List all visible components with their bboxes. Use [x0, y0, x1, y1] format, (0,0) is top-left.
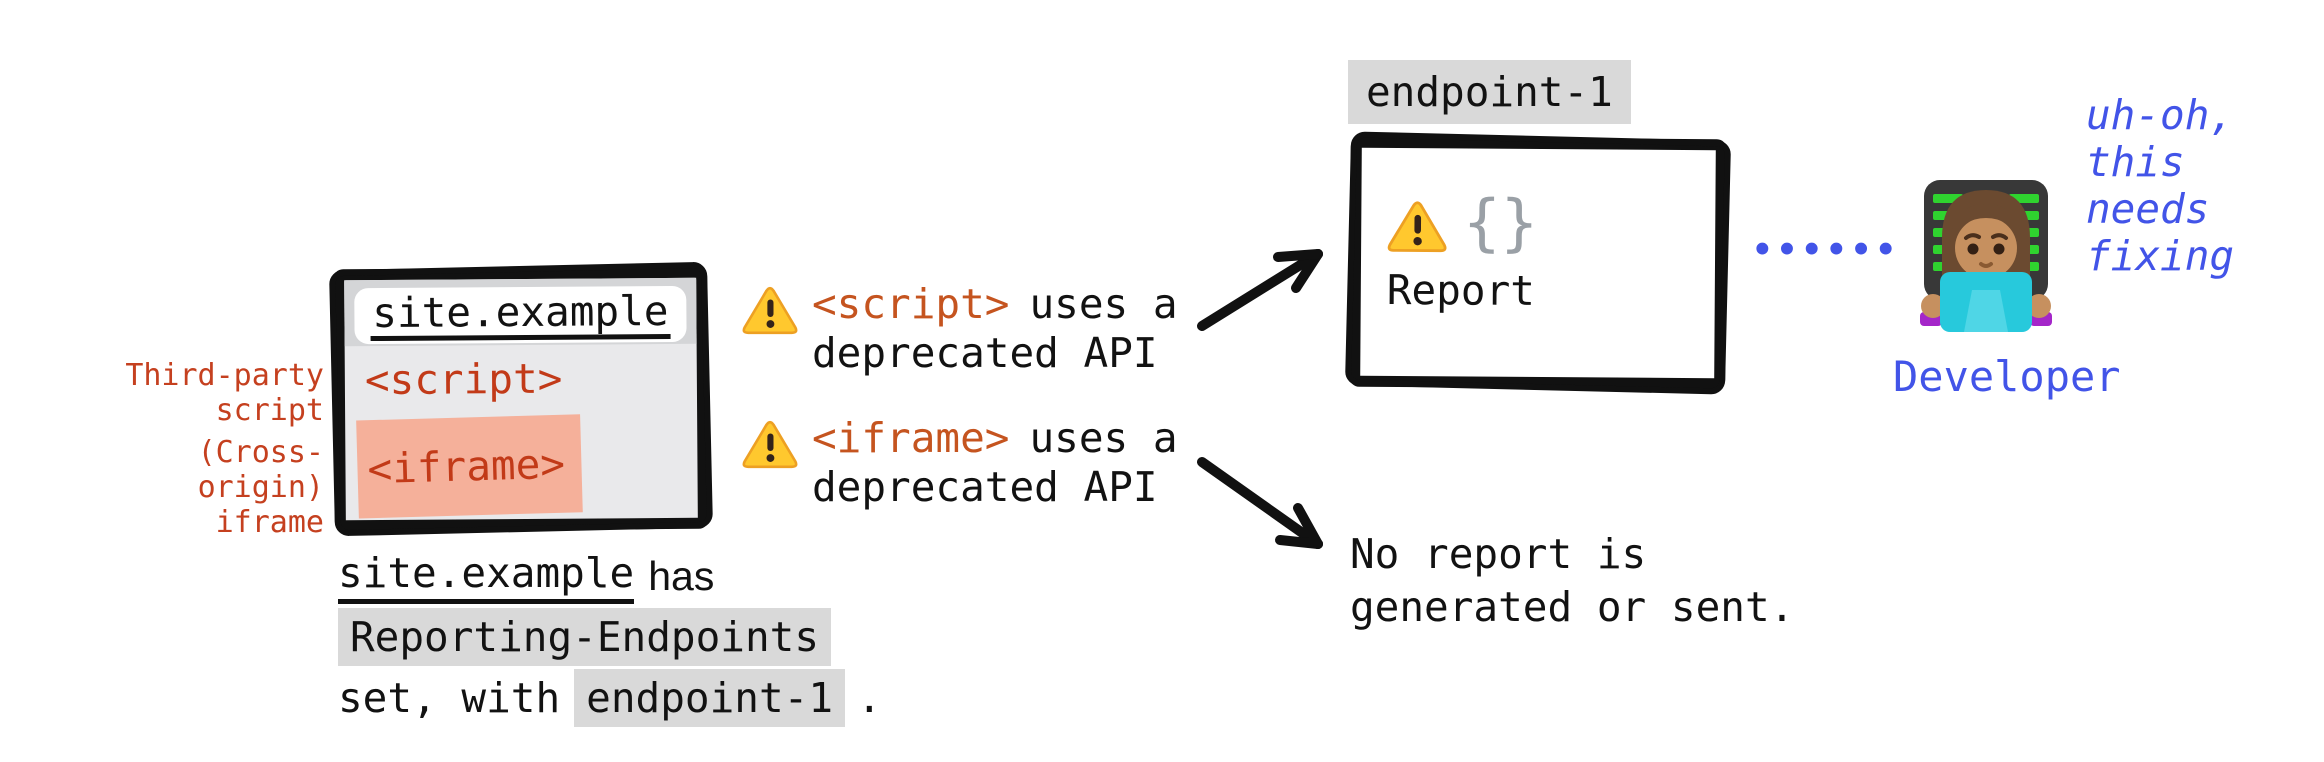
caption-period: . — [857, 674, 882, 722]
iframe-warning-line1: <iframe> uses a — [812, 414, 1178, 463]
iframe-tag-label: <iframe> — [366, 439, 566, 494]
reporting-endpoints-caption: site.example has Reporting-Endpoints set… — [338, 549, 882, 733]
report-row: {} — [1387, 185, 1539, 261]
iframe-warning-text: <iframe> uses a deprecated API — [812, 414, 1178, 512]
thought-line3: needs — [2086, 185, 2210, 233]
third-party-script-label-line1: Third-party — [125, 358, 324, 393]
caption-line2: Reporting-Endpoints — [338, 608, 882, 666]
script-warning-suffix: uses a — [1029, 280, 1178, 328]
json-braces-icon: {} — [1463, 185, 1539, 259]
third-party-script-label: Third-party script — [84, 358, 324, 428]
script-tag-label: <script> — [364, 354, 563, 405]
thought-line2: this — [2086, 138, 2185, 186]
thought-line1: uh-oh, — [2086, 91, 2235, 139]
window-body: <script> <iframe> — [345, 344, 698, 520]
report-label: Report — [1386, 265, 1536, 315]
warning-icon — [1387, 201, 1447, 253]
caption-site-url: site.example — [338, 549, 635, 604]
dotted-line-icon: •••••• — [1750, 226, 1899, 274]
caption-set-with: set, with — [338, 674, 561, 722]
iframe-highlight: <iframe> — [356, 414, 583, 519]
caption-has: has — [648, 552, 715, 599]
script-warning-line2: deprecated API — [812, 329, 1158, 377]
thought-line4: fixing — [2086, 232, 2235, 280]
window-titlebar: site.example — [344, 277, 697, 347]
site-url: site.example — [370, 287, 671, 342]
developer-label: Developer — [1893, 352, 2121, 401]
warning-icon — [742, 286, 798, 335]
no-report-line1: No report is — [1350, 530, 1647, 578]
no-report-line2: generated or sent. — [1350, 583, 1795, 631]
iframe-warning-tag: <iframe> — [812, 414, 1010, 462]
caption-line1: site.example has — [338, 549, 882, 604]
cross-origin-iframe-label-line2: iframe — [215, 505, 324, 540]
cross-origin-iframe-label-line1: (Cross-origin) — [197, 435, 324, 505]
arrow-to-endpoint — [1197, 249, 1323, 331]
third-party-script-label-line2: script — [215, 393, 324, 428]
site-example-window: site.example <script> <iframe> — [333, 266, 709, 532]
no-report-text: No report is generated or sent. — [1350, 528, 1794, 634]
endpoint-1-label-chip: endpoint-1 — [1348, 60, 1631, 124]
developer-thought-text: uh-oh, this needs fixing — [2086, 92, 2234, 280]
iframe-warning-suffix: uses a — [1029, 414, 1178, 462]
iframe-warning-line2: deprecated API — [812, 463, 1158, 511]
script-warning-line1: <script> uses a — [812, 280, 1178, 329]
reporting-endpoints-header-chip: Reporting-Endpoints — [338, 608, 831, 666]
caption-endpoint-chip: endpoint-1 — [574, 669, 846, 727]
caption-line3: set, with endpoint-1 . — [338, 669, 882, 727]
script-warning-text: <script> uses a deprecated API — [812, 280, 1178, 378]
cross-origin-iframe-label: (Cross-origin) iframe — [84, 435, 324, 540]
url-pill: site.example — [354, 285, 687, 345]
endpoint-1-box: {} Report — [1349, 136, 1727, 390]
script-warning-tag: <script> — [812, 280, 1010, 328]
woman-technologist-icon — [1920, 180, 2052, 332]
arrow-to-no-report — [1197, 457, 1323, 549]
warning-icon — [742, 420, 798, 469]
